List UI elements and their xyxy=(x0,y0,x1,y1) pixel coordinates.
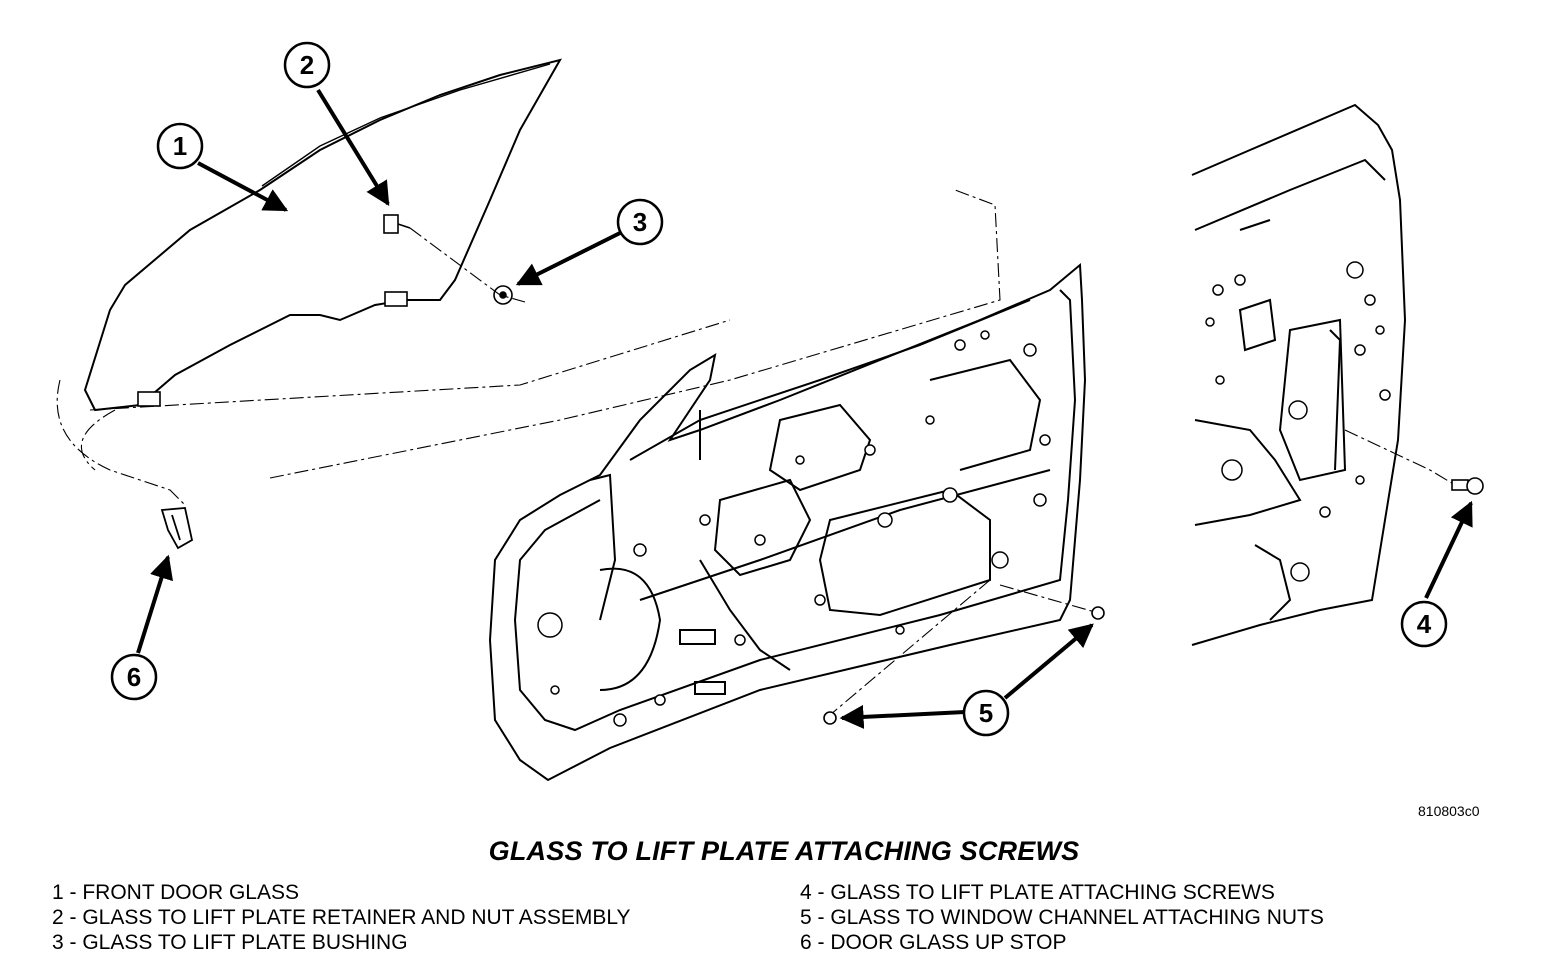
legend-left-column: 1 - FRONT DOOR GLASS 2 - GLASS TO LIFT P… xyxy=(52,880,630,955)
figure-title: GLASS TO LIFT PLATE ATTACHING SCREWS xyxy=(488,836,1080,866)
inset-door-detail xyxy=(1191,103,1407,646)
front-door-glass xyxy=(83,58,563,412)
callout-2: 2 xyxy=(283,41,331,89)
inset-holes xyxy=(1205,261,1391,582)
callout-4-label: 4 xyxy=(1417,609,1432,639)
callout-5: 5 xyxy=(962,689,1010,737)
door-inner-panel xyxy=(488,262,1087,782)
callout-3-label: 3 xyxy=(633,207,647,237)
phantom-lines xyxy=(56,189,1456,716)
callout-6-label: 6 xyxy=(127,662,141,692)
figure-id: 810803c0 xyxy=(1418,803,1480,819)
callout-1: 1 xyxy=(156,122,204,170)
callout-6: 6 xyxy=(110,653,158,701)
callout-5-label: 5 xyxy=(979,698,993,728)
legend-item-6: 6 - DOOR GLASS UP STOP xyxy=(800,931,1067,954)
callout-1-label: 1 xyxy=(173,131,187,161)
legend-item-5: 5 - GLASS TO WINDOW CHANNEL ATTACHING NU… xyxy=(800,906,1324,929)
legend-item-3: 3 - GLASS TO LIFT PLATE BUSHING xyxy=(52,931,408,954)
legend-item-2: 2 - GLASS TO LIFT PLATE RETAINER AND NUT… xyxy=(52,906,631,929)
door-glass-up-stop xyxy=(160,507,194,550)
leader-arrows xyxy=(136,88,1473,729)
legend-item-4: 4 - GLASS TO LIFT PLATE ATTACHING SCREWS xyxy=(800,881,1275,904)
callout-4: 4 xyxy=(1400,600,1448,648)
legend-right-column: 4 - GLASS TO LIFT PLATE ATTACHING SCREWS… xyxy=(800,880,1324,955)
legend-item-1: 1 - FRONT DOOR GLASS xyxy=(52,881,299,904)
glass-lift-clips xyxy=(137,291,408,407)
callout-2-label: 2 xyxy=(300,50,314,80)
door-panel-holes xyxy=(537,330,1051,727)
lift-plate-screw xyxy=(1451,477,1484,495)
window-channel-nuts xyxy=(823,606,1105,725)
exploded-door-glass-diagram: 1 2 3 4 5 6 xyxy=(56,41,1484,782)
glass-retainer-and-bushing xyxy=(383,214,513,305)
callout-3: 3 xyxy=(616,198,664,246)
